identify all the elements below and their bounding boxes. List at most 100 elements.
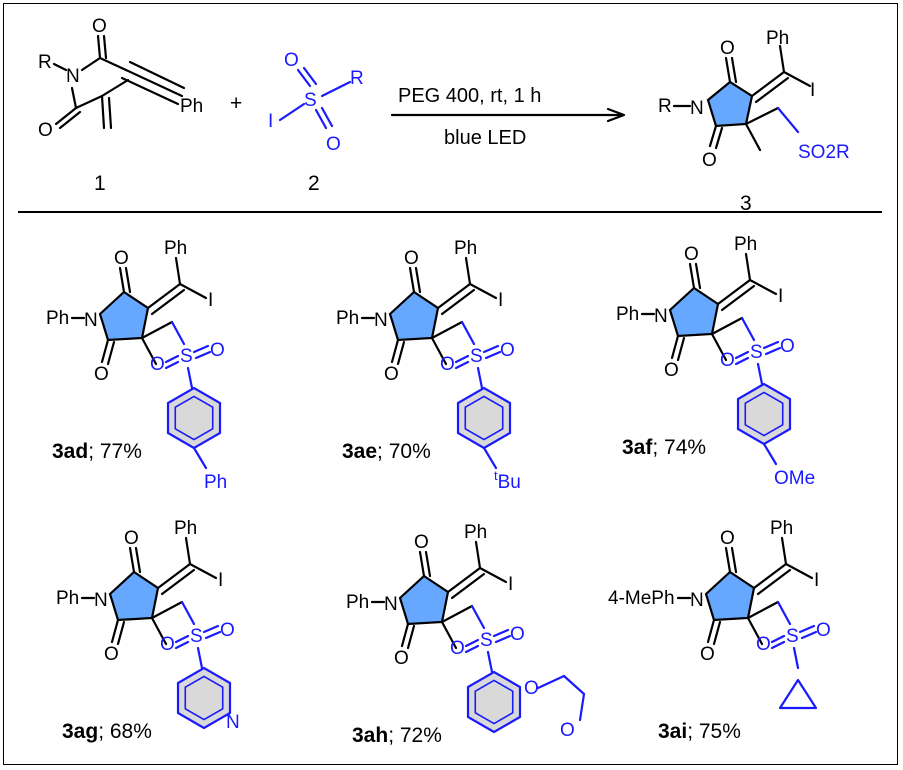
oxygen-label: O	[210, 340, 225, 361]
sulfur-label: S	[480, 630, 493, 651]
oxygen-label: O	[394, 648, 409, 669]
nitrogen-label: N	[66, 66, 80, 87]
oxygen-label: O	[160, 634, 175, 655]
compound-label: 3af; 74%	[622, 436, 706, 459]
nitrogen-label: N	[94, 590, 108, 611]
oxygen-label: O	[414, 532, 429, 553]
so2r-label: SO2R	[798, 142, 850, 163]
nitrogen-label: N	[226, 712, 240, 733]
n-substituent-label: Ph	[616, 304, 639, 325]
n-substituent-label: Ph	[46, 308, 69, 329]
para-substituent-label: Ph	[204, 472, 227, 493]
product-3: R N O O Ph I SO2R 3	[658, 28, 850, 215]
oxygen-label: O	[92, 16, 107, 37]
compound-number: 3	[740, 192, 752, 215]
sulfur-label: S	[304, 90, 317, 111]
oxygen-label: O	[684, 244, 699, 265]
oxygen-label: O	[780, 336, 795, 357]
n-substituent-label: 4-MePh	[608, 588, 675, 609]
oxygen-label: O	[326, 134, 341, 155]
phenyl-label: Ph	[464, 522, 487, 543]
iodine-label: I	[814, 570, 819, 591]
oxygen-label: O	[816, 620, 831, 641]
compound-label: 3ah; 72%	[352, 724, 442, 747]
phenyl-label: Ph	[180, 96, 203, 117]
iodine-label: I	[508, 574, 513, 595]
reaction-arrow: PEG 400, rt, 1 h blue LED	[390, 85, 626, 149]
oxygen-label: O	[524, 678, 539, 699]
oxygen-label: O	[700, 644, 715, 665]
sulfur-label: S	[750, 342, 763, 363]
conditions-top: PEG 400, rt, 1 h	[398, 85, 541, 107]
para-substituent-label: OMe	[774, 468, 815, 489]
r-group-label: R	[658, 96, 672, 117]
sulfur-label: S	[786, 626, 799, 647]
oxygen-label: O	[94, 364, 109, 385]
plus-sign: +	[230, 92, 242, 115]
phenyl-label: Ph	[734, 234, 757, 255]
para-substituent-label: tBu	[494, 468, 521, 493]
n-substituent-label: Ph	[346, 592, 369, 613]
phenyl-label: Ph	[164, 238, 187, 259]
oxygen-label: O	[720, 350, 735, 371]
compound-label: 3ag; 68%	[62, 720, 152, 743]
oxygen-label: O	[560, 720, 575, 741]
oxygen-label: O	[440, 354, 455, 375]
nitrogen-label: N	[384, 594, 398, 615]
phenyl-label: Ph	[766, 28, 789, 49]
oxygen-label: O	[720, 528, 735, 549]
compound-label: 3ai; 75%	[658, 720, 741, 743]
oxygen-label: O	[720, 38, 735, 59]
nitrogen-label: N	[690, 590, 704, 611]
r-group-label: R	[350, 68, 364, 89]
n-substituent-label: Ph	[336, 308, 359, 329]
sulfur-label: S	[470, 346, 483, 367]
oxygen-label: O	[284, 50, 299, 71]
oxygen-label: O	[702, 150, 717, 171]
phenyl-label: Ph	[770, 518, 793, 539]
oxygen-label: O	[756, 634, 771, 655]
iodine-label: I	[778, 286, 783, 307]
oxygen-label: O	[220, 620, 235, 641]
oxygen-label: O	[450, 638, 465, 659]
compound-number: 1	[94, 172, 106, 195]
iodine-label: I	[268, 111, 273, 132]
oxygen-label: O	[150, 354, 165, 375]
reactant-2: I S O O R 2	[268, 50, 364, 195]
phenyl-label: Ph	[454, 238, 477, 259]
iodine-label: I	[208, 290, 213, 311]
oxygen-label: O	[404, 248, 419, 269]
nitrogen-label: N	[84, 310, 98, 331]
oxygen-label: O	[38, 120, 53, 141]
n-substituent-label: Ph	[56, 588, 79, 609]
oxygen-label: O	[664, 360, 679, 381]
sulfur-label: S	[180, 346, 193, 367]
nitrogen-label: N	[374, 310, 388, 331]
nitrogen-label: N	[654, 306, 668, 327]
oxygen-label: O	[114, 248, 129, 269]
iodine-label: I	[810, 80, 815, 101]
oxygen-label: O	[500, 340, 515, 361]
oxygen-label: O	[104, 644, 119, 665]
compound-label: 3ad; 77%	[52, 440, 142, 463]
sulfur-label: S	[190, 626, 203, 647]
oxygen-label: O	[384, 364, 399, 385]
compound-label: 3ae; 70%	[342, 440, 431, 463]
oxygen-label: O	[124, 528, 139, 549]
r-group-label: R	[38, 52, 52, 73]
conditions-bottom: blue LED	[444, 127, 526, 149]
iodine-label: I	[218, 570, 223, 591]
phenyl-label: Ph	[174, 518, 197, 539]
compound-number: 2	[308, 172, 320, 195]
iodine-label: I	[498, 290, 503, 311]
oxygen-label: O	[510, 624, 525, 645]
reactant-1: R N O Ph O 1	[38, 16, 203, 195]
